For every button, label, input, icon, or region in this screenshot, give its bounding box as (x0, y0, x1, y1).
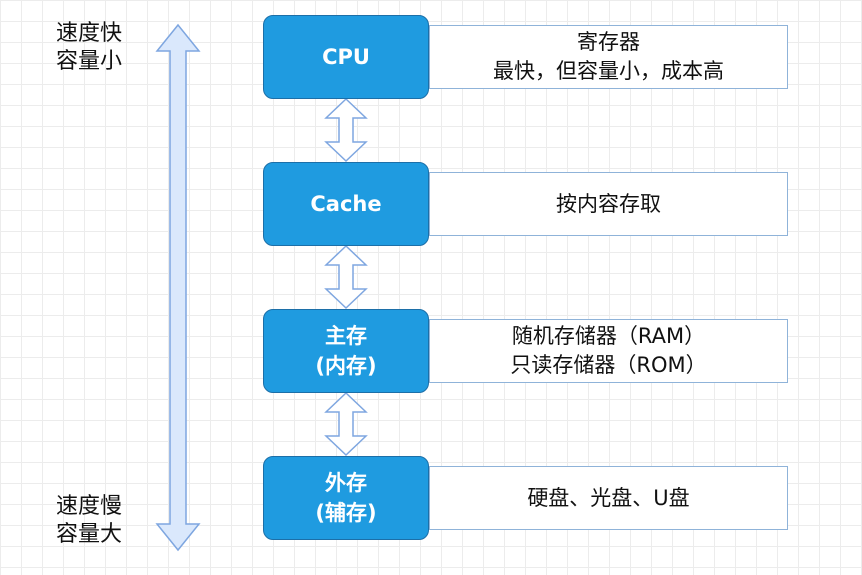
level-box-cpu: CPU (263, 15, 429, 99)
desc-cpu-line1: 寄存器 (577, 30, 640, 54)
level-box-main-memory: 主存 (内存) (263, 309, 429, 393)
link-arrow-cpu-cache (324, 97, 368, 163)
desc-main-line1: 随机存储器（RAM） (511, 324, 706, 348)
link-arrow-cache-main (324, 244, 368, 310)
desc-cache-line1: 按内容存取 (556, 191, 661, 216)
level-box-cache: Cache (263, 162, 429, 246)
level-cache-name: Cache (310, 192, 382, 216)
level-external-subname: (辅存) (315, 501, 377, 525)
side-label-bottom-line2: 容量大 (56, 522, 123, 547)
level-main-name: 主存 (325, 324, 367, 348)
desc-box-cache: 按内容存取 (429, 172, 788, 236)
level-external-name: 外存 (325, 471, 367, 495)
side-label-bottom: 速度慢 容量大 (56, 493, 146, 549)
side-label-top-line1: 速度快 (56, 21, 123, 46)
side-label-bottom-line1: 速度慢 (56, 494, 123, 519)
desc-box-external-storage: 硬盘、光盘、U盘 (429, 466, 788, 530)
speed-capacity-double-arrow (155, 23, 201, 552)
desc-box-main-memory: 随机存储器（RAM） 只读存储器（ROM） (429, 319, 788, 383)
side-label-top-line2: 容量小 (56, 49, 123, 74)
desc-box-cpu: 寄存器 最快，但容量小，成本高 (429, 25, 788, 89)
link-arrow-main-external (324, 391, 368, 457)
level-box-external-storage: 外存 (辅存) (263, 456, 429, 540)
side-label-top: 速度快 容量小 (56, 20, 146, 76)
level-main-subname: (内存) (315, 354, 377, 378)
desc-cpu-line2: 最快，但容量小，成本高 (493, 59, 724, 83)
level-cpu-name: CPU (322, 45, 370, 69)
desc-external-line1: 硬盘、光盘、U盘 (527, 485, 690, 510)
desc-main-line2: 只读存储器（ROM） (510, 353, 707, 377)
